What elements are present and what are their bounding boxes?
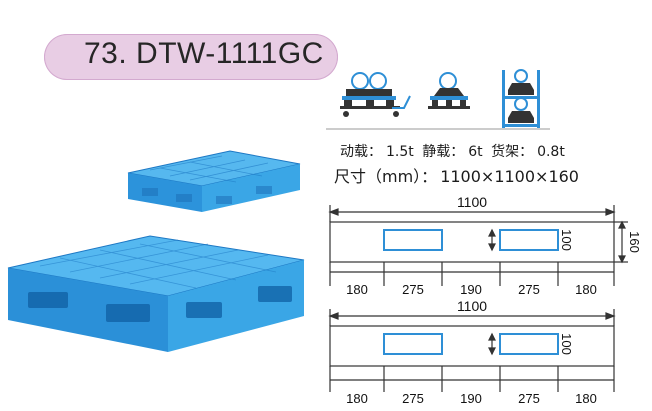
- segment-label: 275: [402, 282, 424, 297]
- rack-load-value: 0.8t: [537, 144, 565, 160]
- static-load-label: 静载：: [422, 144, 465, 160]
- pallet-height-label: 160: [627, 231, 642, 253]
- static-load-icon: [428, 72, 470, 109]
- load-capacity-line: 动载：1.5t 静载：6t 货架：0.8t: [340, 141, 569, 161]
- opening-height-label: 100: [559, 229, 574, 251]
- segment-label: 190: [460, 282, 482, 297]
- fork-opening-left: [383, 229, 443, 251]
- segment-label: 180: [346, 282, 368, 297]
- large-pallet-image: [7, 235, 305, 352]
- dynamic-load-label: 动载：: [340, 144, 382, 160]
- dynamic-load-icon: [340, 72, 411, 117]
- size-value: 1100×1100×160: [440, 167, 579, 186]
- segment-label: 275: [518, 391, 540, 406]
- rack-load-label: 货架：: [491, 144, 534, 160]
- fork-opening-right: [499, 229, 559, 251]
- opening-height-label: 100: [559, 333, 574, 355]
- pallet-drawing-bottom: [328, 309, 616, 392]
- segment-label: 275: [402, 391, 424, 406]
- total-width-label: 1100: [457, 194, 487, 210]
- segment-label: 180: [575, 391, 597, 406]
- pallet-side-outline: [329, 221, 615, 263]
- model-title: 73. DTW-1111GC: [84, 37, 324, 70]
- size-line: 尺寸（mm）：1100×1100×160: [334, 163, 582, 187]
- segment-label: 190: [460, 391, 482, 406]
- rack-load-icon: [502, 69, 540, 128]
- segment-label: 180: [575, 282, 597, 297]
- static-load-value: 6t: [468, 144, 483, 160]
- pallet-drawing-top: [328, 205, 628, 286]
- title-badge: [44, 34, 338, 80]
- small-pallet-image: [127, 150, 301, 212]
- size-label: 尺寸（mm）：: [334, 167, 438, 186]
- dynamic-load-value: 1.5t: [386, 144, 414, 160]
- segment-label: 275: [518, 282, 540, 297]
- segment-label: 180: [346, 391, 368, 406]
- total-width-label: 1100: [457, 298, 487, 314]
